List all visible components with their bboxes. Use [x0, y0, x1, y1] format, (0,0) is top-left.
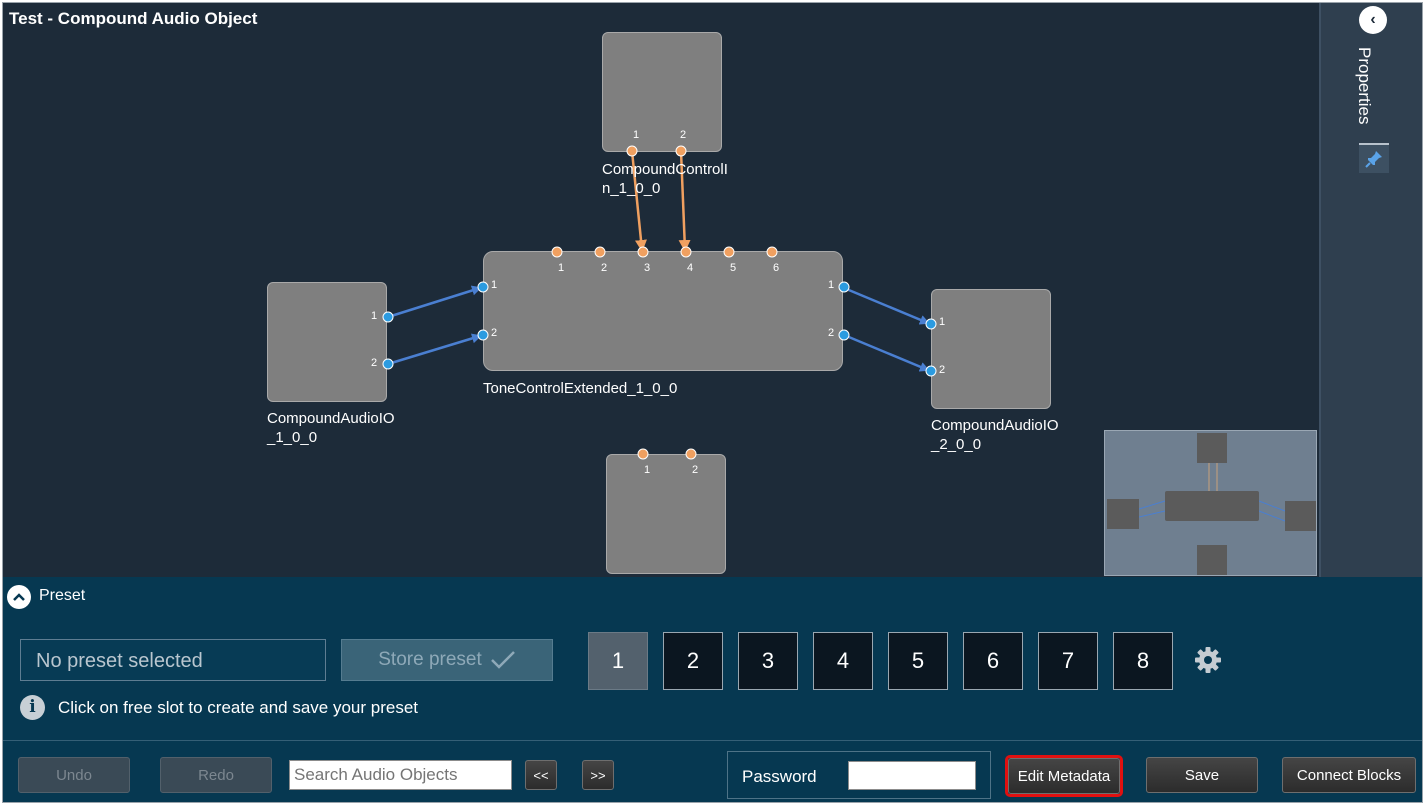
wire-audio-out-2[interactable]	[843, 333, 930, 372]
preset-slot-3[interactable]: 3	[738, 632, 798, 690]
port-label: 2	[371, 357, 378, 369]
port-label: 3	[644, 262, 651, 274]
store-preset-label: Store preset	[378, 649, 482, 670]
port-label: 1	[558, 262, 565, 274]
audio-wires	[387, 285, 930, 372]
gear-icon[interactable]	[1193, 645, 1223, 675]
preset-panel-title: Preset	[39, 587, 86, 604]
password-input[interactable]	[848, 761, 976, 790]
preset-name-field[interactable]: No preset selected	[20, 639, 326, 681]
save-button[interactable]: Save	[1146, 757, 1258, 793]
preset-info-text: Click on free slot to create and save yo…	[58, 698, 419, 717]
redo-button[interactable]: Redo	[160, 757, 272, 793]
port-label: 1	[633, 129, 640, 141]
block-label-tone-control: ToneControlExtended_1_0_0	[483, 380, 678, 397]
connect-blocks-button[interactable]: Connect Blocks	[1282, 757, 1416, 793]
block-compound-control-out[interactable]	[606, 454, 726, 574]
bottom-toolbar: Undo Redo << >> Password Edit Metadata S…	[3, 740, 1422, 802]
undo-button[interactable]: Undo	[18, 757, 130, 793]
chevron-left-icon[interactable]: ‹	[1359, 6, 1387, 34]
wire-control-1[interactable]	[630, 150, 647, 252]
properties-panel: ‹ Properties	[1319, 3, 1422, 577]
block-label-control-in: CompoundControlI n_1_0_0	[602, 161, 728, 197]
preset-slot-8[interactable]: 8	[1113, 632, 1173, 690]
block-compound-control-in[interactable]	[602, 32, 722, 152]
control-wires	[630, 150, 691, 252]
preset-slot-1[interactable]: 1	[588, 632, 648, 690]
port-label: 5	[730, 262, 737, 274]
wire-audio-in-2[interactable]	[387, 333, 482, 366]
previous-result-button[interactable]: <<	[525, 760, 557, 790]
preset-slot-4[interactable]: 4	[813, 632, 873, 690]
wire-audio-out-1[interactable]	[843, 286, 930, 325]
block-label-audio-out: CompoundAudioIO _2_0_0	[931, 417, 1059, 453]
pin-icon[interactable]	[1359, 143, 1389, 173]
block-diagram-canvas[interactable]: Test - Compound Audio Object	[3, 3, 1319, 577]
preset-slot-7[interactable]: 7	[1038, 632, 1098, 690]
wire-audio-in-1[interactable]	[387, 285, 482, 319]
properties-panel-label[interactable]: Properties	[1355, 47, 1374, 125]
port-label: 2	[491, 327, 498, 339]
port-label: 1	[491, 279, 498, 291]
wires-layer	[387, 150, 930, 372]
preset-panel: Preset No preset selected Store preset 1…	[3, 577, 1422, 740]
chevron-up-icon[interactable]	[7, 585, 31, 609]
port-label: 1	[828, 279, 835, 291]
search-audio-objects-input[interactable]	[289, 760, 512, 790]
port-label: 2	[680, 129, 687, 141]
port-label: 2	[601, 262, 608, 274]
info-icon: i	[20, 695, 45, 720]
port-label: 2	[828, 327, 835, 339]
block-compound-audio-io-out[interactable]	[931, 289, 1051, 409]
edit-metadata-highlight	[1005, 755, 1123, 797]
edit-metadata-button[interactable]: Edit Metadata	[1008, 758, 1120, 794]
block-label-audio-in: CompoundAudioIO _1_0_0	[267, 410, 395, 446]
block-tone-control-extended[interactable]	[483, 251, 843, 371]
password-group: Password	[727, 751, 991, 799]
port-label: 1	[644, 464, 651, 476]
port-label: 1	[939, 316, 946, 328]
port-label: 2	[939, 364, 946, 376]
wire-control-2[interactable]	[678, 150, 691, 252]
canvas-minimap[interactable]	[1104, 430, 1317, 576]
checkmark-icon	[490, 651, 515, 669]
next-result-button[interactable]: >>	[582, 760, 614, 790]
port-label: 1	[371, 310, 378, 322]
port-label: 2	[692, 464, 699, 476]
window-title: Test - Compound Audio Object	[9, 9, 258, 28]
preset-slot-5[interactable]: 5	[888, 632, 948, 690]
port-label: 4	[687, 262, 694, 274]
preset-slot-6[interactable]: 6	[963, 632, 1023, 690]
store-preset-button[interactable]: Store preset	[341, 639, 553, 681]
preset-slot-2[interactable]: 2	[663, 632, 723, 690]
minimap-preview	[1107, 433, 1316, 575]
port-label: 6	[773, 262, 780, 274]
block-compound-audio-io-in[interactable]	[267, 282, 387, 402]
password-label: Password	[742, 767, 817, 786]
